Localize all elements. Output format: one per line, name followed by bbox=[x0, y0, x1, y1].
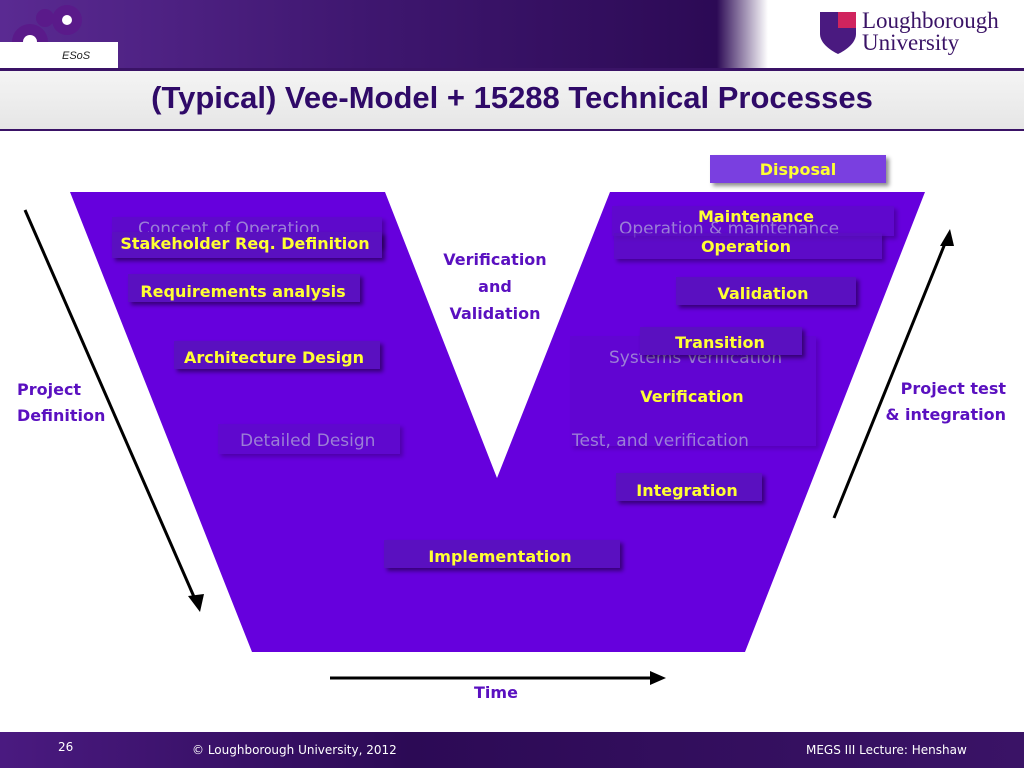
logo-area bbox=[770, 0, 1024, 70]
footer-band bbox=[0, 732, 1024, 768]
operation-box bbox=[614, 233, 882, 259]
op-maint-box bbox=[612, 206, 894, 236]
implementation-box bbox=[384, 540, 620, 568]
vv-line-2: and bbox=[478, 277, 512, 296]
implementation-label: Implementation bbox=[428, 547, 572, 566]
university-shield-icon bbox=[820, 12, 856, 54]
architecture-label: Architecture Design bbox=[184, 348, 364, 367]
project-test-line-1: Project test bbox=[900, 379, 1006, 398]
detailed-design-box bbox=[218, 424, 400, 454]
project-definition-line-2: Definition bbox=[17, 406, 106, 425]
stakeholder-box bbox=[112, 232, 382, 258]
integration-box bbox=[616, 473, 762, 501]
footer-lecture: MEGS III Lecture: Henshaw bbox=[806, 743, 967, 757]
architecture-box bbox=[174, 341, 380, 369]
vv-line-1: Verification bbox=[443, 250, 547, 269]
integration-label: Integration bbox=[636, 481, 738, 500]
maintenance-label: Maintenance bbox=[697, 207, 814, 226]
verification-label: Verification bbox=[640, 387, 744, 406]
header-divider bbox=[0, 68, 1024, 71]
requirements-box bbox=[128, 274, 360, 302]
disposal-label: Disposal bbox=[759, 160, 837, 179]
verification-validation-label: Verification and Validation bbox=[430, 246, 560, 327]
operation-label: Operation bbox=[700, 237, 792, 256]
detailed-design-ghost-label: Detailed Design bbox=[240, 431, 376, 451]
stakeholder-label: Stakeholder Req. Definition bbox=[120, 234, 370, 253]
validation-box bbox=[676, 277, 856, 305]
esos-label: ESoS bbox=[62, 50, 91, 62]
logo-line-1: Loughborough bbox=[862, 8, 999, 33]
esos-box bbox=[0, 42, 118, 68]
project-test-label: Project test & integration bbox=[876, 376, 1006, 428]
transition-box bbox=[640, 327, 802, 355]
footer-copyright: © Loughborough University, 2012 bbox=[192, 743, 397, 757]
page-number: 26 bbox=[58, 740, 74, 754]
time-label: Time bbox=[474, 683, 518, 702]
title-band bbox=[0, 71, 1024, 131]
project-test-line-2: & integration bbox=[885, 405, 1006, 424]
requirements-label: Requirements analysis bbox=[140, 282, 346, 301]
disposal-box bbox=[710, 155, 886, 183]
transition-label: Transition bbox=[675, 333, 765, 352]
logo-line-2: University bbox=[862, 30, 960, 55]
test-ver-ghost-label: Test, and verification bbox=[572, 431, 749, 451]
validation-label: Validation bbox=[717, 284, 809, 303]
project-definition-line-1: Project bbox=[17, 380, 82, 399]
project-definition-label: Project Definition bbox=[17, 377, 105, 429]
slide-title: (Typical) Vee-Model + 15288 Technical Pr… bbox=[151, 80, 873, 115]
vv-line-3: Validation bbox=[449, 304, 541, 323]
